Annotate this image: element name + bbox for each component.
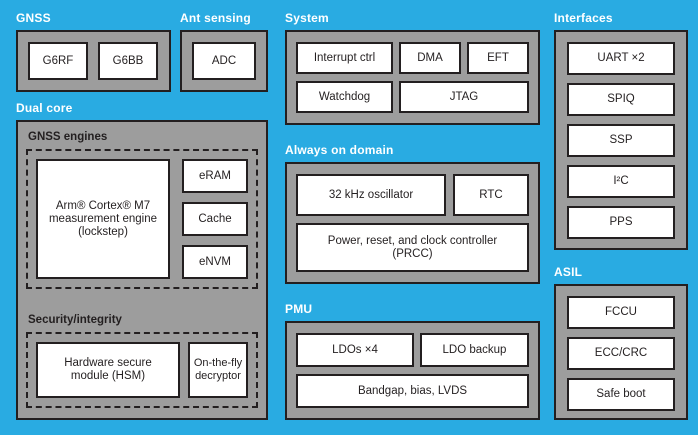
block-safe-boot[interactable]: Safe boot [567, 378, 675, 411]
block-adc[interactable]: ADC [192, 42, 256, 80]
block-pps[interactable]: PPS [567, 206, 675, 239]
block-osc-32khz[interactable]: 32 kHz oscillator [296, 174, 446, 216]
block-hsm[interactable]: Hardware secure module (HSM) [36, 342, 180, 398]
block-eft[interactable]: EFT [467, 42, 529, 74]
subsection-label-security-integrity: Security/integrity [28, 314, 122, 326]
block-spiq[interactable]: SPIQ [567, 83, 675, 116]
group-system: Interrupt ctrl DMA EFT Watchdog JTAG [285, 30, 540, 125]
section-label-gnss: GNSS [16, 11, 51, 25]
block-jtag[interactable]: JTAG [399, 81, 529, 113]
block-cache[interactable]: Cache [182, 202, 248, 236]
dashed-region-gnss-engines [26, 149, 258, 289]
dashed-region-security-integrity [26, 332, 258, 408]
block-interrupt-ctrl[interactable]: Interrupt ctrl [296, 42, 393, 74]
group-gnss: G6RF G6BB [16, 30, 171, 92]
block-ecc-crc[interactable]: ECC/CRC [567, 337, 675, 370]
block-g6bb[interactable]: G6BB [98, 42, 158, 80]
section-label-dual-core: Dual core [16, 101, 73, 115]
section-label-pmu: PMU [285, 302, 313, 316]
block-prcc[interactable]: Power, reset, and clock controller (PRCC… [296, 223, 529, 272]
block-i2c[interactable]: I²C [567, 165, 675, 198]
block-ldos[interactable]: LDOs ×4 [296, 333, 414, 367]
group-dual-core: GNSS engines Arm® Cortex® M7 measurement… [16, 120, 268, 420]
block-uart[interactable]: UART ×2 [567, 42, 675, 75]
block-dma[interactable]: DMA [399, 42, 461, 74]
group-pmu: LDOs ×4 LDO backup Bandgap, bias, LVDS [285, 321, 540, 420]
section-label-ant-sensing: Ant sensing [180, 11, 251, 25]
block-ssp[interactable]: SSP [567, 124, 675, 157]
block-watchdog[interactable]: Watchdog [296, 81, 393, 113]
block-envm[interactable]: eNVM [182, 245, 248, 279]
block-fccu[interactable]: FCCU [567, 296, 675, 329]
group-always-on-domain: 32 kHz oscillator RTC Power, reset, and … [285, 162, 540, 284]
section-label-interfaces: Interfaces [554, 11, 613, 25]
group-interfaces: UART ×2 SPIQ SSP I²C PPS [554, 30, 688, 250]
block-eram[interactable]: eRAM [182, 159, 248, 193]
block-ldo-backup[interactable]: LDO backup [420, 333, 529, 367]
section-label-always-on-domain: Always on domain [285, 143, 394, 157]
block-rtc[interactable]: RTC [453, 174, 529, 216]
group-asil: FCCU ECC/CRC Safe boot [554, 284, 688, 420]
subsection-label-gnss-engines: GNSS engines [28, 131, 108, 143]
block-bandgap-bias-lvds[interactable]: Bandgap, bias, LVDS [296, 374, 529, 408]
group-ant-sensing: ADC [180, 30, 268, 92]
section-label-system: System [285, 11, 329, 25]
block-cortex-m7[interactable]: Arm® Cortex® M7 measurement engine (lock… [36, 159, 170, 279]
block-otf-decryptor[interactable]: On-the-fly decryptor [188, 342, 248, 398]
block-g6rf[interactable]: G6RF [28, 42, 88, 80]
section-label-asil: ASIL [554, 265, 583, 279]
